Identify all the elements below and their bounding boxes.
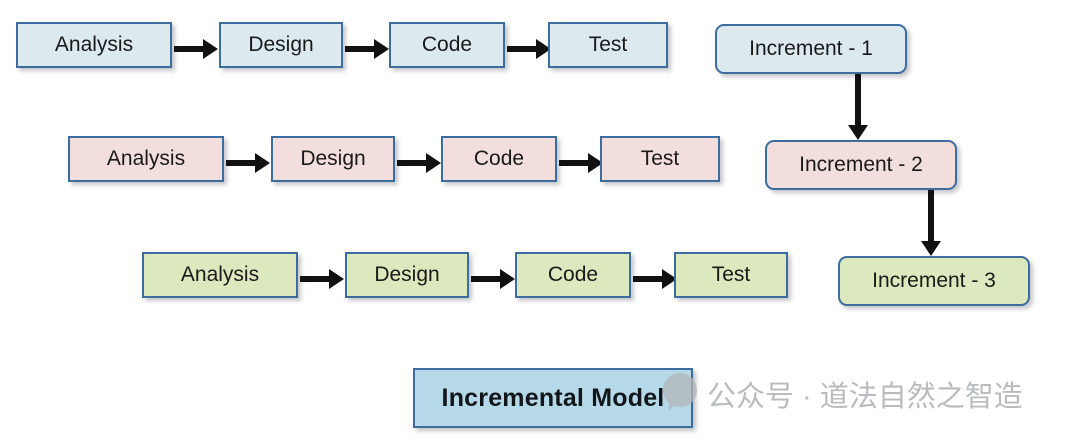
arrow-increment-2-to-3: [921, 190, 941, 256]
arrow-row3-code-test: [633, 269, 677, 289]
phase-box-row3-test: Test: [674, 252, 788, 298]
increment-box-3: Increment - 3: [838, 256, 1030, 306]
increment-box-2: Increment - 2: [765, 140, 957, 190]
increment-box-1: Increment - 1: [715, 24, 907, 74]
phase-box-row2-code: Code: [441, 136, 557, 182]
arrow-increment-1-to-2: [848, 74, 868, 140]
phase-box-row1-analysis: Analysis: [16, 22, 172, 68]
arrow-row2-code-test: [559, 153, 603, 173]
arrow-row3-analysis-design: [300, 269, 344, 289]
phase-box-row3-design: Design: [345, 252, 469, 298]
diagram-title-banner: Incremental Model: [413, 368, 693, 428]
watermark: 公众号 · 道法自然之智造: [663, 373, 1023, 415]
phase-box-row3-analysis: Analysis: [142, 252, 298, 298]
phase-box-row2-analysis: Analysis: [68, 136, 224, 182]
arrow-row2-design-code: [397, 153, 441, 173]
phase-box-row2-test: Test: [600, 136, 720, 182]
phase-box-row2-design: Design: [271, 136, 395, 182]
watermark-text: 公众号 · 道法自然之智造: [707, 381, 1023, 413]
phase-box-row3-code: Code: [515, 252, 631, 298]
arrow-row1-analysis-design: [174, 39, 218, 59]
arrow-row1-design-code: [345, 39, 389, 59]
phase-box-row1-design: Design: [219, 22, 343, 68]
arrow-row1-code-test: [507, 39, 551, 59]
phase-box-row1-code: Code: [389, 22, 505, 68]
phase-box-row1-test: Test: [548, 22, 668, 68]
arrow-row3-design-code: [471, 269, 515, 289]
arrow-row2-analysis-design: [226, 153, 270, 173]
